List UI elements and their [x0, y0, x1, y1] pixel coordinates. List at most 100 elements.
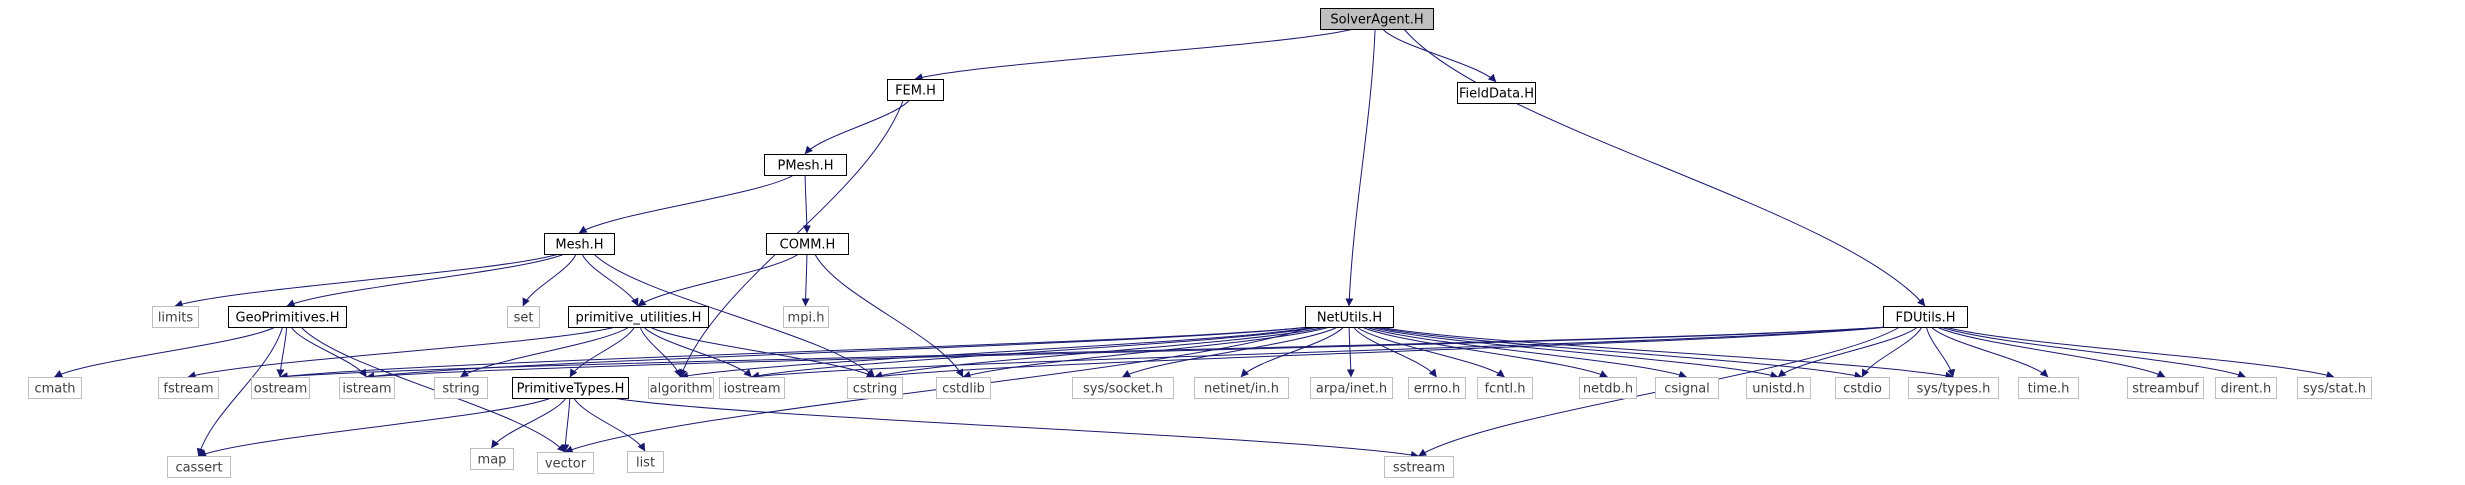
node-label: mpi.h [788, 311, 825, 326]
node-fdutils-h[interactable]: FDUtils.H [1883, 306, 1968, 328]
node-box [167, 456, 231, 478]
edge-solveragent-h-to-fielddata-h [1382, 28, 1497, 83]
edge-fdutils-h-to-cstdio [1861, 326, 1923, 378]
edge-fdutils-h-to-sys-stat-h [1945, 326, 2335, 379]
node-box [1305, 306, 1394, 328]
node-label: set [514, 311, 534, 326]
edge-netutils-h-to-netinet-in-h [1240, 326, 1344, 378]
edge-mesh-h-to-geoprimitives-h [286, 253, 565, 307]
edge-netutils-h-to-csignal [1365, 326, 1687, 379]
node-label: primitive_utilities.H [576, 311, 702, 326]
edge-fdutils-h-to-streambuf [1936, 326, 2166, 378]
edge-comm-h-to-cstdlib [814, 253, 964, 378]
edge-pmesh-h-to-mesh-h [578, 174, 794, 234]
node-pmesh-h[interactable]: PMesh.H [764, 154, 847, 176]
edge-netutils-h-to-algorithm [680, 326, 1316, 380]
node-algorithm: algorithm [648, 377, 714, 399]
node-fielddata-h[interactable]: FieldData.H [1457, 82, 1536, 104]
node-box [1072, 377, 1174, 399]
edge-netutils-h-to-netdb-h [1361, 326, 1608, 378]
edge-mesh-h-to-cstring [593, 253, 875, 378]
edge-primitivetypes-h-to-list [573, 397, 646, 452]
node-label: sys/socket.h [1083, 382, 1163, 397]
node-label: vector [545, 457, 587, 472]
node-label: FieldData.H [1459, 87, 1534, 102]
node-box [627, 451, 664, 473]
node-list: list [627, 451, 664, 473]
edge-comm-h-to-mpi-h [801, 253, 810, 307]
node-istream: istream [339, 377, 395, 399]
node-box [434, 377, 488, 399]
node-sys-socket-h: sys/socket.h [1072, 377, 1174, 399]
node-cstring: cstring [847, 377, 903, 399]
node-label: list [636, 456, 655, 471]
node-errno-h: errno.h [1408, 377, 1466, 399]
node-primitive-utilities-h[interactable]: primitive_utilities.H [568, 306, 709, 328]
node-box [158, 377, 219, 399]
node-cmath: cmath [28, 377, 82, 399]
node-set: set [507, 306, 540, 328]
edge-primitive-utilities-h-to-primitivetypes-h [569, 326, 636, 378]
node-box [2018, 377, 2079, 399]
node-label: COMM.H [780, 238, 836, 253]
edge-netutils-h-to-iostream [751, 326, 1320, 380]
edge-netutils-h-to-arpa-inet-h [1346, 326, 1355, 378]
node-sys-stat-h: sys/stat.h [2297, 377, 2372, 399]
node-comm-h[interactable]: COMM.H [766, 233, 849, 255]
node-time-h: time.h [2018, 377, 2079, 399]
node-box [766, 233, 849, 255]
edge-mesh-h-to-set [522, 253, 577, 307]
node-label: FEM.H [895, 84, 936, 99]
edge-netutils-h-to-sys-socket-h [1122, 326, 1338, 378]
node-label: fstream [163, 382, 213, 397]
node-label: PMesh.H [778, 159, 834, 174]
node-box [2297, 377, 2372, 399]
edge-geoprimitives-h-to-istream [290, 326, 367, 378]
node-map: map [470, 448, 514, 470]
node-ostream: ostream [251, 377, 310, 399]
node-box [1194, 377, 1289, 399]
edge-geoprimitives-h-to-ostream [276, 326, 288, 378]
node-label: netdb.h [1583, 382, 1633, 397]
node-mesh-h[interactable]: Mesh.H [544, 233, 615, 255]
node-box [847, 377, 903, 399]
edge-comm-h-to-primitive-utilities-h [637, 253, 799, 307]
node-box [1746, 377, 1811, 399]
nodes-layer: SolverAgent.H FEM.H FieldData.H PMesh.H Mesh… [28, 8, 2372, 478]
node-iostream: iostream [719, 377, 785, 399]
edge-fdutils-h-to-sys-types-h [1925, 326, 1956, 378]
edge-primitivetypes-h-to-vector [561, 397, 571, 453]
node-label: sys/stat.h [2303, 382, 2366, 397]
node-label: unistd.h [1752, 382, 1805, 397]
node-label: FDUtils.H [1895, 311, 1955, 326]
node-label: cmath [34, 382, 75, 397]
edge-netutils-h-to-sys-types-h [1379, 326, 1954, 380]
node-label: sys/types.h [1917, 382, 1991, 397]
node-netutils-h[interactable]: NetUtils.H [1305, 306, 1394, 328]
edge-netutils-h-to-errno-h [1352, 326, 1437, 378]
node-label: cstdlib [942, 382, 985, 397]
node-vector: vector [537, 452, 594, 474]
node-sstream: sstream [1384, 456, 1454, 478]
node-geoprimitives-h[interactable]: GeoPrimitives.H [228, 306, 347, 328]
edge-primitive-utilities-h-to-cstring [649, 326, 875, 378]
node-label: PrimitiveTypes.H [517, 382, 625, 397]
node-label: Mesh.H [555, 238, 603, 253]
node-label: cassert [175, 461, 222, 476]
node-fem-h[interactable]: FEM.H [887, 79, 944, 101]
node-box [887, 79, 944, 101]
node-solveragent-h[interactable]: SolverAgent.H [1320, 8, 1434, 30]
node-label: string [442, 382, 479, 397]
node-box [1408, 377, 1466, 399]
edge-primitive-utilities-h-to-algorithm [639, 326, 682, 378]
node-primitivetypes-h[interactable]: PrimitiveTypes.H [512, 377, 629, 399]
node-box [719, 377, 785, 399]
node-label: fcntl.h [1484, 382, 1525, 397]
node-box [1835, 377, 1890, 399]
node-label: map [478, 453, 507, 468]
edge-primitive-utilities-h-to-fstream [187, 326, 616, 379]
node-netinet-in-h: netinet/in.h [1194, 377, 1289, 399]
node-sys-types-h: sys/types.h [1908, 377, 1999, 399]
node-box [1320, 8, 1434, 30]
